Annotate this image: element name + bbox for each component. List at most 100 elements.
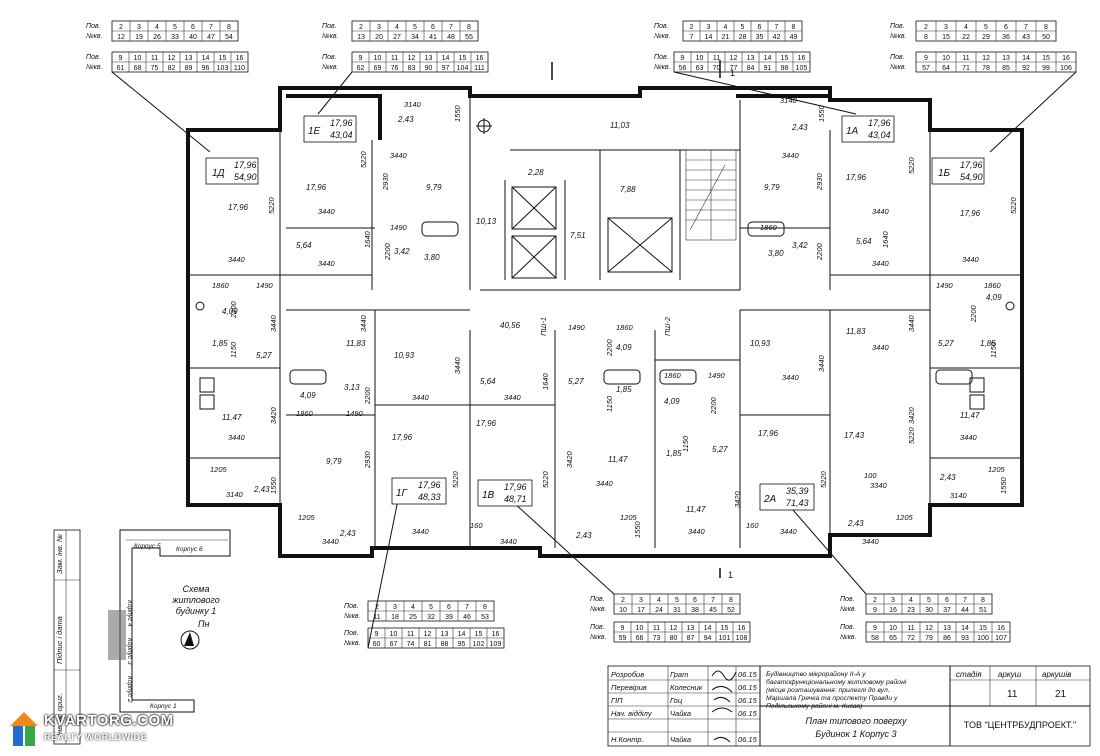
- apt-number-cell: 66: [636, 635, 644, 642]
- apt-number-cell: 78: [982, 65, 990, 72]
- apt-number-cell: 102: [473, 641, 485, 648]
- apt-number-cell: 42: [773, 34, 781, 41]
- stamp-inv-zam: Зам. інв. №: [55, 534, 64, 574]
- apt-number-cell: 82: [168, 65, 176, 72]
- apt-number-cell: 63: [696, 65, 704, 72]
- dim-label: 1490: [936, 281, 954, 290]
- apt-number-cell: 59: [619, 635, 627, 642]
- floor-cell: 3: [707, 24, 711, 31]
- apt-number-cell: 101: [719, 635, 731, 642]
- room-area: 17,96: [306, 183, 327, 192]
- scheme-korpus-2: Корпус 2: [126, 676, 133, 703]
- apt-number-cell: 8: [924, 34, 928, 41]
- floor-cell: 12: [168, 55, 176, 62]
- floor-cell: 13: [747, 55, 755, 62]
- dim-label: 3140: [780, 96, 798, 105]
- apt-living: 17,96: [330, 118, 353, 128]
- dim-label: 3440: [412, 527, 430, 536]
- apt-number-cell: 75: [151, 65, 159, 72]
- room-area: 2,43: [253, 485, 270, 494]
- room-area: 11,83: [846, 327, 866, 336]
- floor-cell: 12: [424, 631, 432, 638]
- title-block-date: 06.15: [738, 683, 758, 692]
- room-area: 11,83: [346, 339, 366, 348]
- apt-number-cell: 57: [922, 65, 930, 72]
- row-label-apt: №кв.: [840, 634, 857, 641]
- floor-cell: 14: [442, 55, 450, 62]
- room-area: 17,43: [844, 431, 865, 440]
- scheme-korpus-4: Корпус 4: [126, 600, 133, 627]
- apt-label-1d: 1Д 17,96 54,90: [205, 157, 259, 185]
- room-area: 17,96: [228, 203, 249, 212]
- room-area: 5,27: [256, 351, 272, 360]
- apt-number-cell: 69: [374, 65, 382, 72]
- stamp-inv-orig: Інв. № ориг.: [55, 693, 64, 736]
- dim-label: 1860: [664, 371, 682, 380]
- apt-total: 71,43: [786, 498, 809, 508]
- dim-label: 3440: [596, 479, 614, 488]
- floor-cell: 13: [425, 55, 433, 62]
- floor-cell: 11: [391, 55, 398, 62]
- room-area: 11,47: [960, 411, 980, 420]
- apt-label-1g: 1Г 17,96 48,33: [391, 477, 447, 505]
- dim-label: 3440: [872, 207, 890, 216]
- apt-number-cell: 28: [739, 34, 747, 41]
- floor-cell: 6: [191, 24, 195, 31]
- floor-cell: 13: [441, 631, 449, 638]
- floor-cell: 8: [792, 24, 796, 31]
- room-area: 17,96: [846, 173, 867, 182]
- row-label-apt: №кв.: [344, 613, 361, 620]
- room-area: 2,43: [339, 529, 356, 538]
- dim-label: 2200: [709, 396, 718, 415]
- apt-number-cell: 79: [925, 635, 933, 642]
- floor-cell: 4: [155, 24, 159, 31]
- section-mark: 1: [730, 68, 735, 78]
- apt-table-12: Пов. №кв. 959106611731280138714941510116…: [590, 621, 751, 643]
- floor-cell: 3: [639, 597, 643, 604]
- floor-cell: 13: [687, 625, 695, 632]
- floor-cell: 5: [429, 604, 433, 611]
- floor-cell: 10: [374, 55, 382, 62]
- dim-label: 5220: [819, 470, 828, 488]
- apt-number-cell: 14: [705, 34, 713, 41]
- signature: [711, 670, 737, 743]
- floor-cell: 9: [119, 55, 123, 62]
- floor-cell: 2: [690, 24, 694, 31]
- row-label-floor: Пов.: [654, 54, 669, 61]
- dim-label: 2200: [229, 300, 238, 319]
- apt-number-cell: 39: [445, 614, 453, 621]
- room-area: 9,79: [426, 183, 442, 192]
- floor-cell: 12: [925, 625, 933, 632]
- floor-cell: 9: [359, 55, 363, 62]
- floor-cell: 4: [964, 24, 968, 31]
- sheet-number: 11: [1007, 689, 1018, 700]
- floor-cell: 4: [395, 24, 399, 31]
- floor-cell: 3: [393, 604, 397, 611]
- room-area: 10,93: [750, 339, 771, 348]
- apt-total: 43,04: [330, 130, 353, 140]
- apt-number-cell: 111: [474, 65, 485, 72]
- floor-cell: 6: [758, 24, 762, 31]
- dim-label: 1860: [616, 323, 634, 332]
- apt-number-cell: 54: [225, 34, 233, 41]
- floor-cell: 10: [696, 55, 704, 62]
- floor-cell: 10: [889, 625, 897, 632]
- row-label-floor: Пов.: [86, 54, 101, 61]
- apt-number-cell: 96: [202, 65, 210, 72]
- apt-number-cell: 70: [713, 65, 721, 72]
- dim-label: 3440: [318, 259, 336, 268]
- floor-cell: 11: [962, 55, 969, 62]
- dim-label: 1640: [541, 372, 550, 390]
- apt-total: 48,33: [418, 492, 441, 502]
- dim-label: 2200: [815, 242, 824, 261]
- room-area: 2,43: [847, 519, 864, 528]
- dim-label: 5220: [451, 470, 460, 488]
- floor-cell: 15: [475, 631, 483, 638]
- dim-label: 1490: [256, 281, 274, 290]
- dim-label: 1490: [346, 409, 364, 418]
- apt-code: 1Б: [938, 168, 951, 179]
- apt-label-1a: 1А 17,96 43,04: [841, 115, 895, 143]
- floor-cell: 14: [458, 631, 466, 638]
- apt-total: 43,04: [868, 130, 891, 140]
